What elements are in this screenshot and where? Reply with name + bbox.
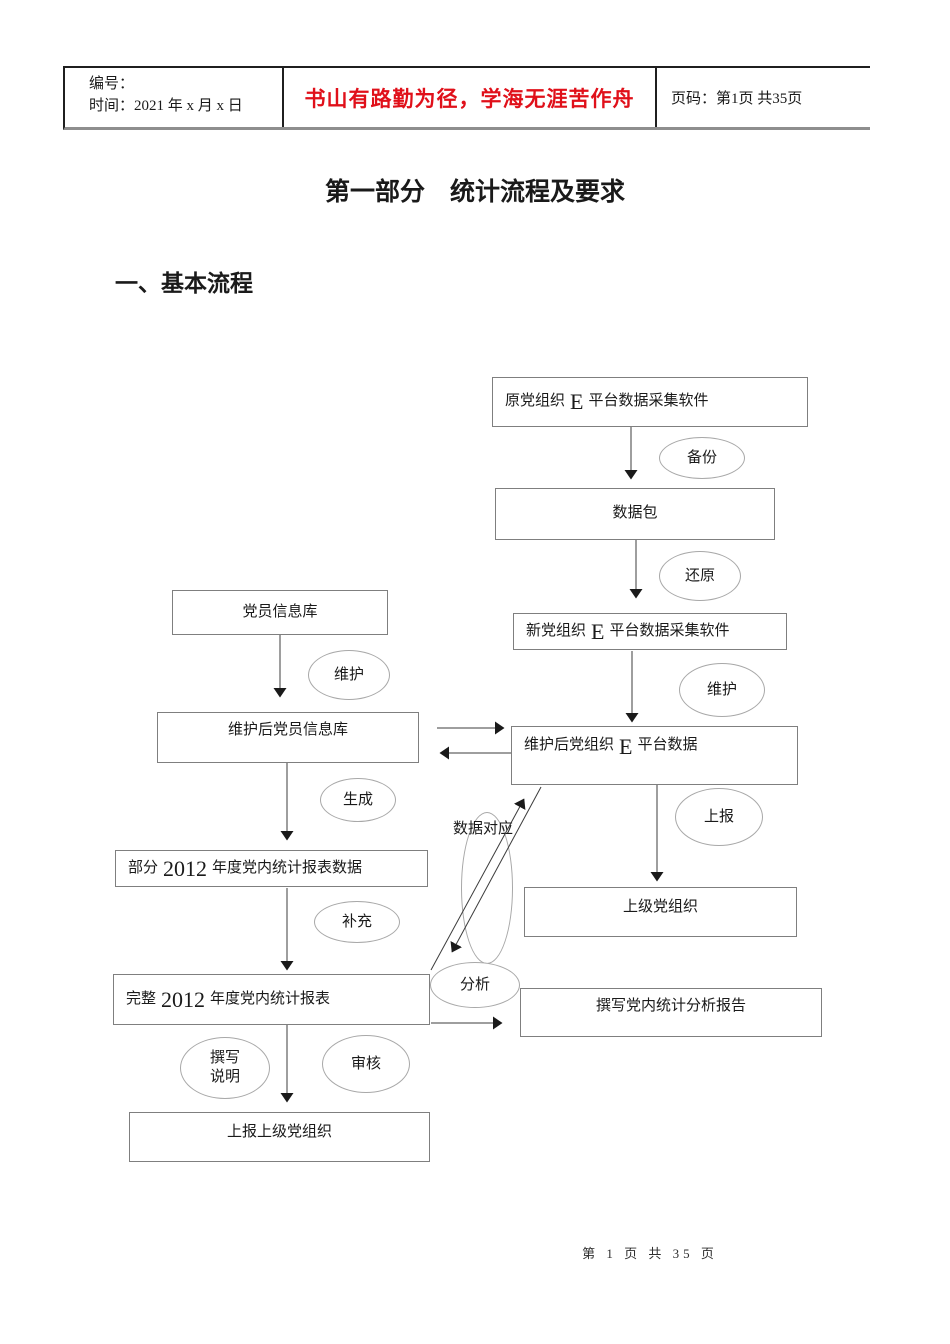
footer-page-number: 第 1 页 共 35 页: [582, 1246, 718, 1261]
ellipse-review: 审核: [322, 1035, 410, 1093]
ellipse-report-up: 上报: [675, 788, 763, 846]
box-write-analysis-report: 撰写党内统计分析报告: [520, 988, 822, 1037]
ellipse-text: 备份: [686, 449, 717, 466]
ellipse-supplement: 补充: [314, 901, 400, 943]
box-text: 平台数据: [637, 737, 698, 753]
ellipse-text: 维护: [706, 681, 737, 698]
ellipse-maintain-left: 维护: [308, 650, 390, 700]
header-motto-text: 书山有路勤为径，学海无涯苦作舟: [304, 86, 635, 111]
header-page-info: 页码：第1页 共35页: [671, 91, 803, 107]
box-text: 数据包: [612, 505, 658, 522]
section-heading: 一、基本流程: [115, 271, 253, 296]
box-text: 撰写党内统计分析报告: [595, 998, 746, 1014]
box-text-big: 2012: [163, 855, 208, 881]
box-text: 维护后党组织: [524, 737, 615, 753]
box-upper-party-org: 上级党组织: [524, 887, 797, 937]
box-text: 平台数据采集软件: [609, 622, 730, 639]
box-submit-to-upper-org: 上报上级党组织: [129, 1112, 430, 1162]
box-text: 平台数据采集软件: [588, 393, 709, 410]
ellipse-text: 说明: [209, 1069, 240, 1085]
header-cell-number-date: 编号： 时间：2021 年 x 月 x 日: [65, 68, 284, 127]
box-text: 新党组织: [526, 622, 587, 639]
header-cell-page: 页码：第1页 共35页: [657, 68, 870, 127]
ellipse-analyze: 分析: [430, 962, 520, 1008]
ellipse-text: 维护: [333, 666, 364, 683]
header-cell-motto: 书山有路勤为径，学海无涯苦作舟: [284, 68, 657, 127]
box-text: 年度党内统计报表数据: [212, 859, 363, 876]
box-text-big: 2012: [161, 986, 206, 1012]
ellipse-text: 还原: [684, 567, 715, 584]
box-text: 上报上级党组织: [226, 1124, 332, 1140]
ellipse-text: 撰写: [209, 1050, 240, 1067]
box-text: 原党组织: [505, 393, 566, 410]
label-data-correspondence: 数据对应: [453, 821, 514, 837]
box-data-package: 数据包: [495, 488, 775, 540]
ellipse-text: 生成: [342, 791, 373, 808]
ellipse-text: 补充: [341, 913, 372, 930]
ellipse-backup: 备份: [659, 437, 745, 479]
ellipse-maintain-right: 维护: [679, 663, 765, 717]
box-text: 完整: [126, 990, 157, 1007]
ellipse-restore: 还原: [659, 551, 741, 601]
box-text-big: E: [619, 734, 633, 759]
box-text: 党员信息库: [242, 603, 318, 620]
box-text-big: E: [570, 389, 584, 414]
header-table: 编号： 时间：2021 年 x 月 x 日 书山有路勤为径，学海无涯苦作舟 页码…: [63, 66, 870, 130]
page-title: 第一部分 统计流程及要求: [324, 179, 625, 206]
box-maintained-member-db: 维护后党员信息库: [157, 712, 419, 763]
ellipse-text: 分析: [459, 976, 490, 993]
box-text: 上级党组织: [622, 899, 698, 915]
ellipse-generate: 生成: [320, 778, 396, 822]
box-member-info-db: 党员信息库: [172, 590, 388, 635]
header-date-label: 时间：2021 年 x 月 x 日: [89, 98, 243, 114]
ellipse-text: 上报: [703, 808, 734, 825]
ellipse-write-note: 撰写 说明: [180, 1037, 270, 1099]
ellipse-text: 审核: [350, 1055, 381, 1072]
box-text-big: E: [591, 618, 605, 644]
header-number-label: 编号：: [89, 76, 135, 92]
box-text: 维护后党员信息库: [227, 722, 348, 738]
box-text: 年度党内统计报表: [210, 990, 331, 1007]
box-text: 部分: [128, 859, 159, 876]
